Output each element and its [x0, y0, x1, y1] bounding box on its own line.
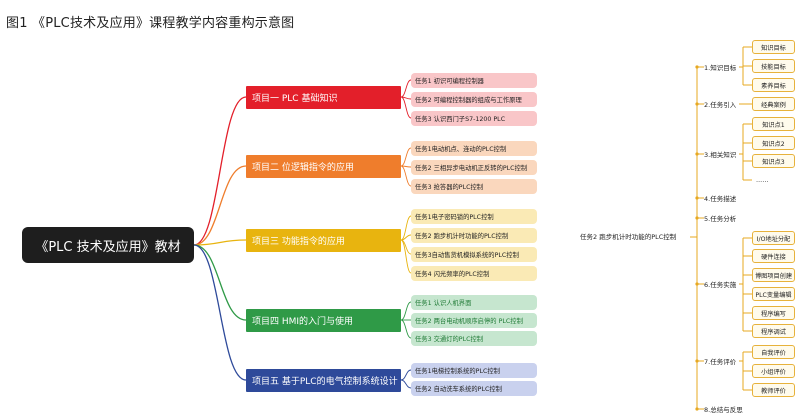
task-node: 任务2 两台电动机顺序启停的 PLC控制: [411, 312, 537, 328]
root-node-textbook: 《PLC 技术及应用》教材: [22, 227, 194, 263]
step-detail-node: 素养目标: [752, 78, 795, 92]
connector-line: [400, 239, 412, 274]
project-node: 项目三 功能指令的应用: [246, 228, 401, 252]
task-node: 任务1电动机点、连动的PLC控制: [411, 140, 537, 156]
connector-line: [400, 215, 412, 241]
detail-task-node: 任务2 跑步机计时功能的PLC控制: [580, 233, 677, 241]
connector-line: [193, 96, 247, 246]
step-detail-node: PLC变量编辑: [752, 287, 795, 301]
task-node: 任务2 三相异步电动机正反转的PLC控制: [411, 159, 537, 175]
connector-line: [400, 96, 412, 119]
step-node: 8.总结与反思: [704, 406, 743, 414]
figure-title: 图1 《PLC技术及应用》课程教学内容重构示意图: [6, 16, 295, 31]
connector-dot: [695, 152, 699, 156]
connector-dot: [695, 359, 699, 363]
task-node: 任务3自动售货机模拟系统的PLC控制: [411, 246, 537, 262]
connector-dot: [695, 102, 699, 106]
step-detail-node: 程序调试: [752, 324, 795, 338]
task-node: 任务2 跑步机计时功能的PLC控制: [411, 227, 537, 243]
step-node: 6.任务实施: [704, 281, 737, 289]
step-detail-node: ……: [756, 176, 769, 184]
task-node: 任务2 可编程控制器的组成与工作原理: [411, 91, 537, 107]
connector-line: [193, 239, 247, 246]
project-node: 项目一 PLC 基础知识: [246, 85, 401, 109]
step-detail-node: 教师评价: [752, 383, 795, 397]
connector-line: [400, 165, 412, 187]
step-detail-node: 知识点1: [752, 117, 795, 131]
step-detail-node: 自我评价: [752, 345, 795, 359]
step-detail-node: I/O地址分配: [752, 231, 795, 245]
connector-line: [400, 147, 412, 167]
connector-dot: [695, 282, 699, 286]
step-detail-node: 技能目标: [752, 59, 795, 73]
task-node: 任务3 认识西门子S7-1200 PLC: [411, 110, 537, 126]
task-node: 任务4 闪光频率的PLC控制: [411, 265, 537, 281]
project-node: 项目五 基于PLC的电气控制系统设计: [246, 368, 401, 392]
task-node: 任务3 抢答器的PLC控制: [411, 178, 537, 194]
step-node: 7.任务评价: [704, 358, 737, 366]
step-detail-node: 硬件连接: [752, 249, 795, 263]
task-node: 任务2 自动洗车系统的PLC控制: [411, 380, 537, 396]
task-node: 任务1电梯控制系统的PLC控制: [411, 362, 537, 378]
task-node: 任务1 认识人机界面: [411, 294, 537, 310]
step-node: 4.任务描述: [704, 195, 737, 203]
step-detail-node: 博图项目创建: [752, 268, 795, 282]
connector-line: [400, 319, 412, 339]
connector-line: [400, 369, 412, 381]
step-detail-node: 经典案例: [752, 97, 795, 111]
step-node: 2.任务引入: [704, 101, 737, 109]
step-detail-node: 小组评价: [752, 364, 795, 378]
connector-line: [193, 244, 247, 381]
task-node: 任务3 交通灯的PLC控制: [411, 330, 537, 346]
connector-dot: [695, 407, 699, 411]
connector-line: [400, 379, 412, 389]
step-node: 5.任务分析: [704, 215, 737, 223]
step-detail-node: 程序编写: [752, 306, 795, 320]
step-node: 3.相关知识: [704, 151, 737, 159]
connector-line: [193, 244, 247, 321]
connector-dot: [695, 196, 699, 200]
connector-line: [400, 301, 412, 321]
task-node: 任务1 初识可编程控制器: [411, 72, 537, 88]
step-detail-node: 知识点3: [752, 154, 795, 168]
connector-dot: [695, 216, 699, 220]
step-detail-node: 知识目标: [752, 40, 795, 54]
project-node: 项目二 位逻辑指令的应用: [246, 154, 401, 178]
project-node: 项目四 HMI的入门与使用: [246, 308, 401, 332]
connector-line: [193, 165, 247, 246]
connector-dot: [695, 65, 699, 69]
step-node: 1.知识目标: [704, 64, 737, 72]
task-node: 任务1电子密码锁的PLC控制: [411, 208, 537, 224]
connector-line: [400, 79, 412, 98]
step-detail-node: 知识点2: [752, 136, 795, 150]
